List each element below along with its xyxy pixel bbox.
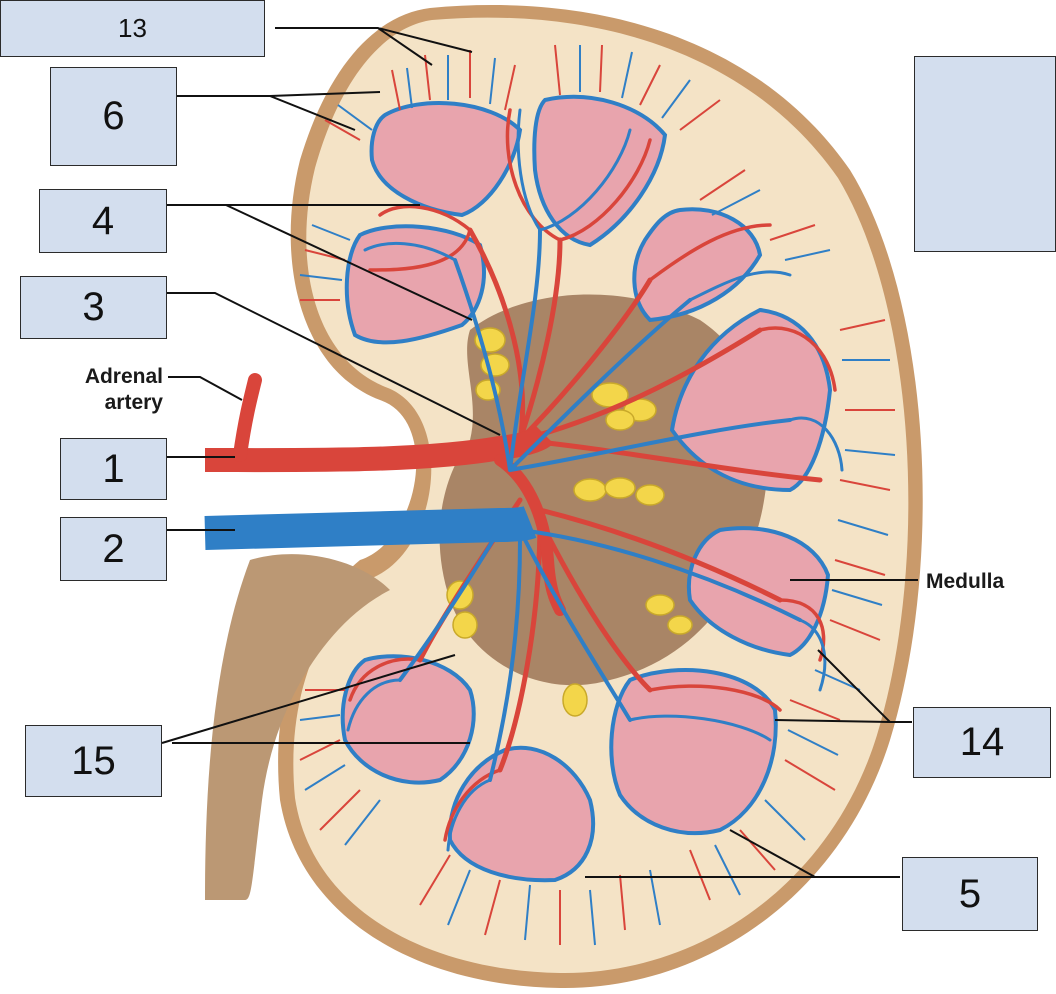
leader-4 bbox=[167, 204, 473, 321]
label-box-4[interactable]: 4 bbox=[39, 189, 167, 253]
adrenal-artery-label: Adrenal artery bbox=[63, 364, 163, 416]
renal-veins bbox=[204, 108, 844, 852]
pyramid bbox=[340, 654, 476, 785]
leader-adrenal bbox=[168, 376, 243, 401]
pyramid bbox=[609, 668, 778, 836]
leader-5 bbox=[585, 829, 900, 878]
leader-lines bbox=[161, 27, 918, 878]
cortical-radiate-vessels bbox=[299, 44, 896, 946]
label-box-1[interactable]: 1 bbox=[60, 438, 167, 500]
leader-13 bbox=[275, 27, 473, 66]
label-box-6[interactable]: 6 bbox=[50, 67, 177, 166]
adrenal-label-line2: artery bbox=[104, 391, 163, 414]
renal-arteries bbox=[204, 108, 837, 842]
adrenal-label-line1: Adrenal bbox=[84, 365, 163, 388]
ureter bbox=[205, 554, 390, 900]
label-box-14[interactable]: 14 bbox=[913, 707, 1051, 778]
leader-6 bbox=[176, 91, 381, 131]
label-box-13[interactable]: 13 bbox=[0, 0, 265, 57]
leader-3 bbox=[167, 292, 501, 436]
pyramid bbox=[532, 95, 668, 248]
label-box-blank[interactable] bbox=[914, 56, 1056, 252]
leader-15 bbox=[161, 654, 470, 744]
label-box-5[interactable]: 5 bbox=[902, 857, 1038, 931]
pyramid bbox=[369, 101, 523, 218]
label-box-2[interactable]: 2 bbox=[60, 517, 167, 581]
medulla-label: Medulla bbox=[926, 570, 1005, 593]
label-box-15[interactable]: 15 bbox=[25, 725, 162, 797]
leader-14 bbox=[774, 649, 912, 723]
label-box-3[interactable]: 3 bbox=[20, 276, 167, 339]
